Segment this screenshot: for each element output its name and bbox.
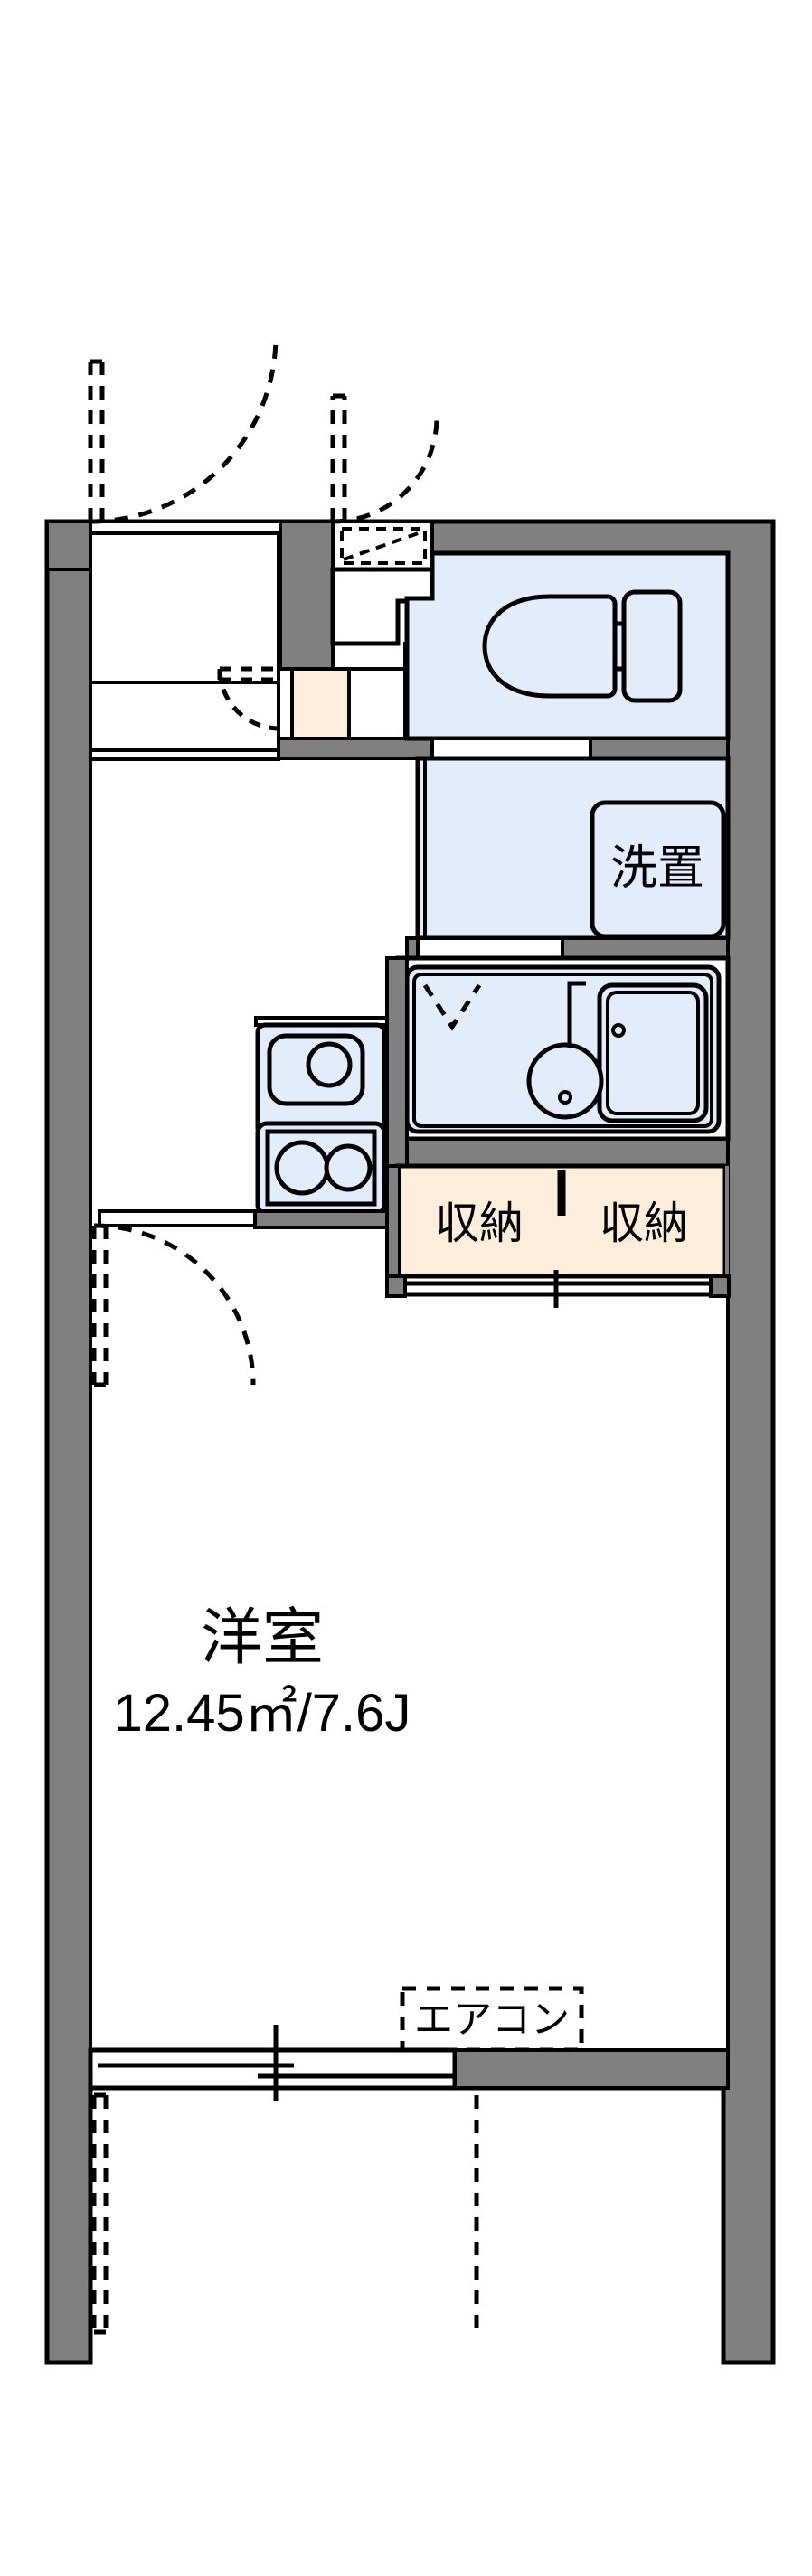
entrance-hall bbox=[89, 520, 282, 684]
wall-kitchen-bath bbox=[385, 956, 409, 1168]
wall-closet-right bbox=[725, 1166, 729, 1276]
aircon-marker: エアコン bbox=[400, 1986, 584, 2053]
closet-right-label: 収納 bbox=[600, 1199, 688, 1248]
wall-kitchen-corridor bbox=[253, 1209, 389, 1229]
hall-door bbox=[217, 666, 280, 731]
closet-group: 収納 収納 bbox=[395, 1163, 728, 1308]
shoe-cabinet-side bbox=[277, 667, 294, 740]
laundry-label: 洗置 bbox=[610, 842, 704, 895]
wall-under-bath bbox=[396, 1137, 730, 1168]
wash-basin-icon bbox=[526, 1042, 604, 1120]
balcony-rail bbox=[91, 2092, 479, 2335]
toilet-room bbox=[404, 550, 731, 741]
porch-door bbox=[330, 393, 439, 524]
kitchen-unit bbox=[254, 1016, 389, 1217]
main-room-area: 12.45㎡/7.6J bbox=[114, 1684, 411, 1743]
bath-door-opening bbox=[416, 936, 564, 960]
meter-box bbox=[331, 520, 434, 571]
shoe-cabinet-upper bbox=[347, 667, 407, 740]
wall-closet-foot-left bbox=[385, 1274, 407, 1298]
entrance-door-arc bbox=[90, 335, 279, 524]
toilet-bowl-icon bbox=[482, 594, 618, 699]
entrance-floor bbox=[89, 531, 280, 684]
entrance-door bbox=[88, 335, 279, 524]
bath-folding-door bbox=[422, 983, 482, 1031]
toilet-door-opening bbox=[430, 737, 592, 760]
closet-left-label: 収納 bbox=[435, 1199, 524, 1248]
aircon-label: エアコン bbox=[414, 1998, 570, 2042]
shoe-box bbox=[290, 667, 351, 740]
stove-burner-left-icon bbox=[274, 1140, 330, 1196]
bathtub-drain-icon bbox=[611, 1023, 626, 1038]
sink-drain-icon bbox=[306, 1041, 353, 1088]
window-frame bbox=[88, 2047, 458, 2091]
stove-burner-right-icon bbox=[324, 1143, 373, 1192]
wall-segment-hall-bottom bbox=[277, 737, 434, 760]
bathroom bbox=[395, 955, 731, 1142]
bathtub-inner bbox=[606, 991, 700, 1115]
room-door bbox=[91, 1209, 257, 1387]
wall-closet-left bbox=[385, 1164, 401, 1278]
meter-box-diagonal bbox=[343, 530, 424, 561]
wash-basin-drain-icon bbox=[558, 1090, 572, 1105]
room-door-arc bbox=[93, 1223, 256, 1386]
meter-box-dashed bbox=[340, 527, 427, 565]
faucet-icon bbox=[567, 981, 586, 1048]
aircon-box bbox=[400, 1986, 584, 2053]
toilet-tank-icon bbox=[621, 589, 683, 703]
wall-closet-foot-right bbox=[709, 1274, 731, 1298]
room-door-opening bbox=[98, 1209, 257, 1227]
porch-door-arc bbox=[332, 417, 439, 524]
wall-right-of-window bbox=[453, 2048, 730, 2090]
shoe-cabinet-group bbox=[277, 667, 407, 740]
main-room-name: 洋室 bbox=[201, 1603, 324, 1672]
balcony-window bbox=[88, 2025, 730, 2101]
washroom: 洗置 bbox=[415, 756, 731, 941]
